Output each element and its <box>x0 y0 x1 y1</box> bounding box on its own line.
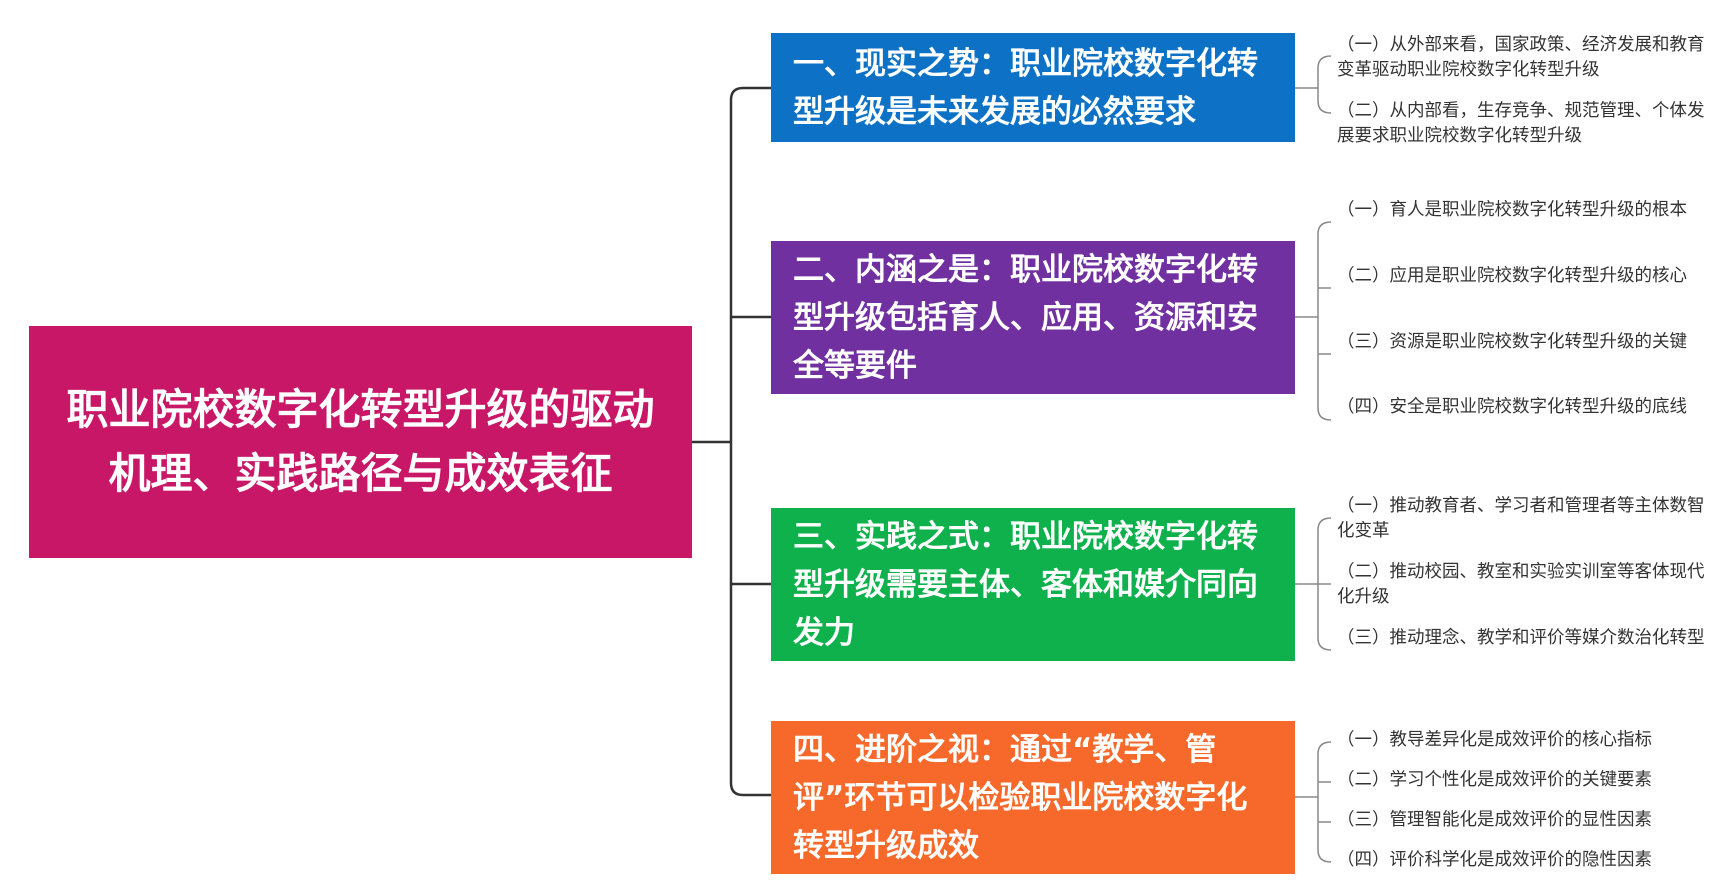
subtopic-4-3[interactable]: （三）管理智能化是成效评价的显性因素 <box>1337 810 1652 830</box>
branch-topic-2-label: 二、内涵之是：职业院校数字化转型升级包括育人、应用、资源和安全等要件 <box>793 251 1258 384</box>
trunk-ticks <box>731 315 771 586</box>
branch-1-bracket <box>1317 55 1332 114</box>
trunk-ends <box>743 86 771 797</box>
branch-topic-3-label: 三、实践之式：职业院校数字化转型升级需要主体、客体和媒介同向发力 <box>793 518 1258 651</box>
branch-topic-4[interactable]: 四、进阶之视：通过“教学、管评”环节可以检验职业院校数字化转型升级成效 <box>771 721 1295 874</box>
subtopic-3-2[interactable]: （二）推动校园、教室和实验实训室等客体现代化升级 <box>1337 562 1705 607</box>
branch-topic-2[interactable]: 二、内涵之是：职业院校数字化转型升级包括育人、应用、资源和安全等要件 <box>771 241 1295 394</box>
branch-topic-4-label: 四、进阶之视：通过“教学、管评”环节可以检验职业院校数字化转型升级成效 <box>793 731 1248 864</box>
subtopic-3-1[interactable]: （一）推动教育者、学习者和管理者等主体数智化变革 <box>1337 496 1705 541</box>
subtopic-1-1[interactable]: （一）从外部来看，国家政策、经济发展和教育变革驱动职业院校数字化转型升级 <box>1337 35 1705 80</box>
root-topic[interactable]: 职业院校数字化转型升级的驱动机理、实践路径与成效表征 <box>29 326 692 558</box>
subtopic-1-2[interactable]: （二）从内部看，生存竞争、规范管理、个体发展要求职业院校数字化转型升级 <box>1337 101 1705 146</box>
subtopic-2-3[interactable]: （三）资源是职业院校数字化转型升级的关键 <box>1337 332 1687 352</box>
branch-topic-3[interactable]: 三、实践之式：职业院校数字化转型升级需要主体、客体和媒介同向发力 <box>771 508 1295 661</box>
subtopic-2-1[interactable]: （一）育人是职业院校数字化转型升级的根本 <box>1337 200 1687 220</box>
branch-topic-1[interactable]: 一、现实之势：职业院校数字化转型升级是未来发展的必然要求 <box>771 33 1295 142</box>
root-topic-label: 职业院校数字化转型升级的驱动机理、实践路径与成效表征 <box>66 385 655 498</box>
subtopic-3-3[interactable]: （三）推动理念、教学和评价等媒介数治化转型 <box>1337 628 1705 648</box>
subtopic-4-4[interactable]: （四）评价科学化是成效评价的隐性因素 <box>1337 850 1652 870</box>
subtopic-2-2[interactable]: （二）应用是职业院校数字化转型升级的核心 <box>1337 266 1687 286</box>
branch-topic-1-label: 一、现实之势：职业院校数字化转型升级是未来发展的必然要求 <box>793 45 1258 130</box>
branch-2-bracket <box>1317 221 1332 421</box>
subtopic-4-1[interactable]: （一）教导差异化是成效评价的核心指标 <box>1337 730 1652 750</box>
subtopic-4-2[interactable]: （二）学习个性化是成效评价的关键要素 <box>1337 770 1652 790</box>
branch-4-bracket <box>1317 741 1332 863</box>
main-trunk <box>729 86 744 797</box>
subtopic-2-4[interactable]: （四）安全是职业院校数字化转型升级的底线 <box>1337 397 1687 417</box>
